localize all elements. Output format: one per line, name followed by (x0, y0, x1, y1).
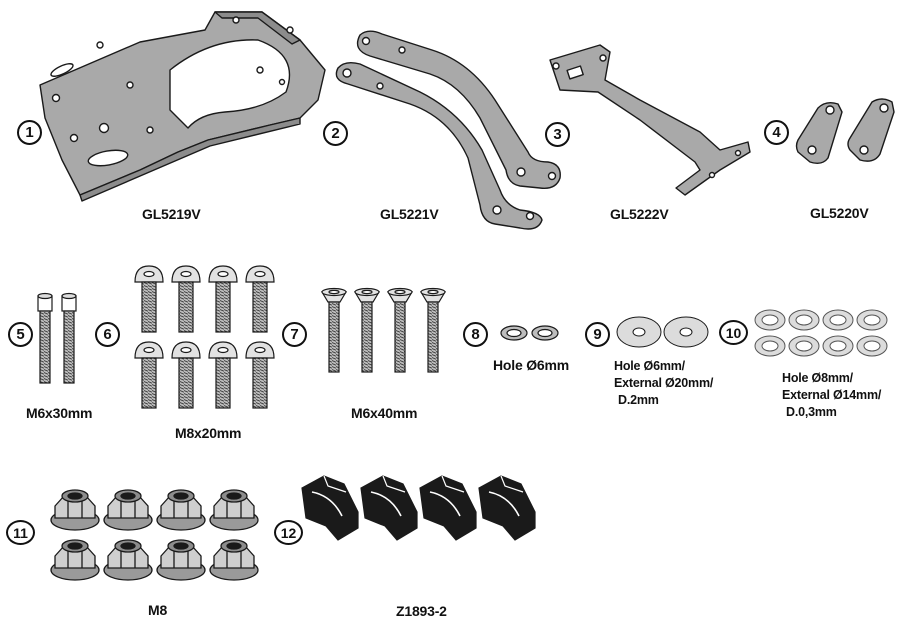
part-number-3: 3 (545, 122, 570, 147)
rubber-pads-drawing (301, 475, 536, 541)
button-head-bolt (245, 341, 275, 409)
flange-nut (103, 489, 153, 531)
curved-arms-drawing (335, 30, 561, 230)
spacer-blocks-drawing (795, 98, 895, 165)
part-code-4: GL5220V (810, 205, 869, 221)
countersunk-bolts-drawing (320, 287, 447, 373)
part-code-7: M6x40mm (351, 405, 418, 421)
part-code-6: M8x20mm (175, 425, 242, 441)
part-spec-9-line-3: D.2mm (618, 393, 659, 407)
button-head-bolt (208, 265, 238, 333)
part-number-1: 1 (17, 120, 42, 145)
part-number-6: 6 (95, 322, 120, 347)
part-spec-10-line-3: D.0,3mm (786, 405, 837, 419)
part-spec-9-line-2: External Ø20mm/ (614, 376, 714, 390)
part-number-11: 11 (6, 520, 35, 545)
split-lock-washers-drawing (500, 325, 559, 341)
part-number-9: 9 (585, 322, 610, 347)
flange-nut (209, 539, 259, 581)
part-spec-10-line-2: External Ø14mm/ (782, 388, 882, 402)
part-number-8: 8 (463, 322, 488, 347)
part-spec-10: Hole Ø8mm/ External Ø14mm/ D.0,3mm (782, 370, 881, 421)
button-head-bolt (171, 341, 201, 409)
rear-bracket-drawing (549, 44, 751, 196)
rubber-pad (419, 475, 477, 541)
part-number-10: 10 (719, 320, 748, 345)
thin-washers-drawing (754, 309, 888, 357)
button-head-bolts-drawing (134, 265, 275, 409)
flange-nut (209, 489, 259, 531)
button-head-bolt (171, 265, 201, 333)
part-code-1: GL5219V (142, 206, 201, 222)
countersunk-bolt (320, 287, 348, 373)
part-spec-9: Hole Ø6mm/ External Ø20mm/ D.2mm (614, 358, 713, 409)
flat-washers-drawing (616, 316, 709, 348)
hex-socket-bolts-drawing (37, 292, 77, 384)
flange-nut (50, 489, 100, 531)
part-code-2: GL5221V (380, 206, 439, 222)
button-head-bolt (134, 265, 164, 333)
part-number-5: 5 (8, 322, 33, 347)
plate-bracket-drawing (39, 11, 326, 202)
rubber-pad (360, 475, 418, 541)
flange-nut (156, 489, 206, 531)
part-code-11: M8 (148, 602, 168, 618)
countersunk-bolt (353, 287, 381, 373)
countersunk-bolt (419, 287, 447, 373)
part-number-12: 12 (274, 520, 303, 545)
rubber-pad (478, 475, 536, 541)
button-head-bolt (245, 265, 275, 333)
part-number-7: 7 (282, 322, 307, 347)
part-code-8: Hole Ø6mm (493, 357, 569, 373)
part-code-3: GL5222V (610, 206, 669, 222)
countersunk-bolt (386, 287, 414, 373)
flange-nut (103, 539, 153, 581)
flange-nut (156, 539, 206, 581)
flange-nuts-drawing (50, 489, 259, 581)
button-head-bolt (134, 341, 164, 409)
rubber-pad (301, 475, 359, 541)
part-number-2: 2 (323, 121, 348, 146)
part-spec-10-line-1: Hole Ø8mm/ (782, 371, 853, 385)
part-spec-9-line-1: Hole Ø6mm/ (614, 359, 685, 373)
part-code-12: Z1893-2 (396, 603, 447, 619)
part-code-5: M6x30mm (26, 405, 93, 421)
button-head-bolt (208, 341, 238, 409)
flange-nut (50, 539, 100, 581)
part-number-4: 4 (764, 120, 789, 145)
